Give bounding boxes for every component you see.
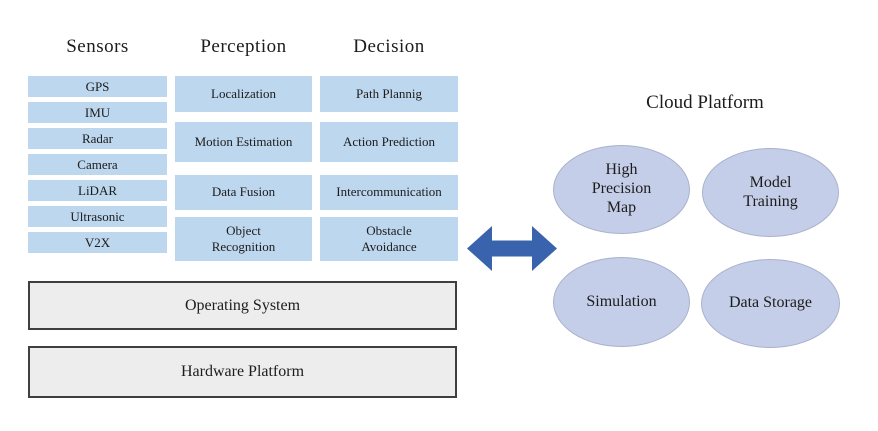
sensor-box-v2x: V2X xyxy=(28,232,167,253)
decision-box-label: Action Prediction xyxy=(342,133,436,149)
perception-box-label: Motion Estimation xyxy=(194,133,293,149)
cloud-platform-title: Cloud Platform xyxy=(646,92,764,113)
cloud-node-label: Simulation xyxy=(586,292,657,310)
decision-box-label: Intercommunication xyxy=(336,184,442,200)
sensors-column: GPS IMU Radar Camera LiDAR Ultrasonic V2… xyxy=(28,76,167,253)
decision-box-label: Path Plannig xyxy=(355,85,423,101)
perception-box-object-recognition: Object Recognition xyxy=(175,217,312,261)
perception-box-label: Data Fusion xyxy=(211,184,276,200)
decision-box-path-planning: Path Plannig xyxy=(320,76,458,112)
perception-box-label: Localization xyxy=(211,85,276,101)
decision-box-obstacle-avoidance: Obstacle Avoidance xyxy=(320,217,458,261)
decision-box-label: Obstacle Avoidance xyxy=(361,222,417,254)
sensor-box-camera: Camera xyxy=(28,154,167,175)
decision-box-intercommunication: Intercommunication xyxy=(320,175,458,210)
cloud-node-label: High Precision Map xyxy=(591,161,652,216)
perception-box-label: Object Recognition xyxy=(211,222,276,254)
column-header-sensors: Sensors xyxy=(66,36,129,57)
sensor-box-imu: IMU xyxy=(28,102,167,123)
cloud-node-label: Model Training xyxy=(743,173,798,210)
sensor-box-radar: Radar xyxy=(28,128,167,149)
cloud-node-simulation: Simulation xyxy=(553,257,690,347)
hardware-platform-layer: Hardware Platform xyxy=(28,346,457,398)
perception-box-data-fusion: Data Fusion xyxy=(175,175,312,210)
sensor-box-lidar: LiDAR xyxy=(28,180,167,201)
sensor-box-ultrasonic: Ultrasonic xyxy=(28,206,167,227)
operating-system-layer: Operating System xyxy=(28,281,457,330)
cloud-node-model-training: Model Training xyxy=(702,148,839,237)
decision-box-action-prediction: Action Prediction xyxy=(320,122,458,162)
perception-box-localization: Localization xyxy=(175,76,312,112)
cloud-node-label: Data Storage xyxy=(728,294,813,312)
sensor-box-gps: GPS xyxy=(28,76,167,97)
decision-column: Path Plannig Action Prediction Intercomm… xyxy=(320,76,458,261)
column-header-decision: Decision xyxy=(353,36,425,57)
cloud-node-high-precision-map: High Precision Map xyxy=(553,145,690,234)
perception-column: Localization Motion Estimation Data Fusi… xyxy=(175,76,312,261)
cloud-node-data-storage: Data Storage xyxy=(701,259,840,348)
column-header-perception: Perception xyxy=(200,36,287,57)
perception-box-motion-estimation: Motion Estimation xyxy=(175,122,312,162)
double-arrow-icon xyxy=(467,226,557,271)
